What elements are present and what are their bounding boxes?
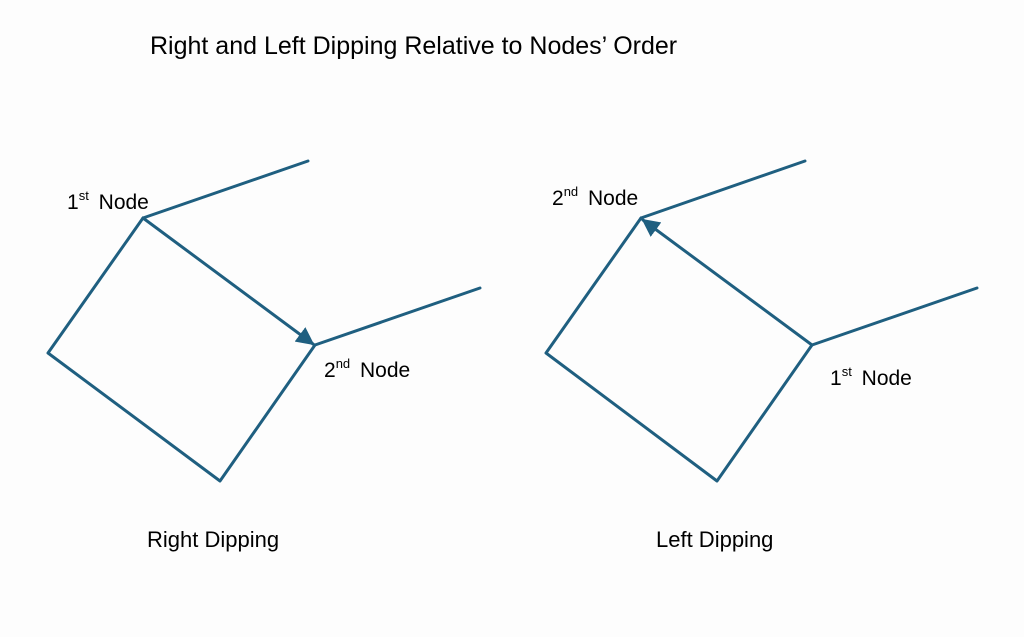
left-fault-box [544,216,814,483]
left-first-node-label: 1st Node [830,364,912,390]
right-first-node-label: 1st Node [67,188,149,214]
left-dipping-caption: Left Dipping [656,527,774,552]
right-dipping-caption: Right Dipping [147,527,280,552]
right-node-arrow [141,216,315,346]
right-second-node-label: 2nd Node [324,356,411,382]
page-title: Right and Left Dipping Relative to Nodes… [150,32,678,60]
right-second-node-trace [313,286,482,347]
left-first-node-trace [810,286,979,347]
left-node-arrow [641,218,814,347]
right-dipping-diagram [46,159,482,483]
right-fault-box [46,216,317,483]
left-dipping-diagram [544,159,979,483]
left-second-node-label: 2nd Node [552,184,639,210]
right-first-node-trace [141,159,310,220]
left-second-node-trace [639,159,807,220]
